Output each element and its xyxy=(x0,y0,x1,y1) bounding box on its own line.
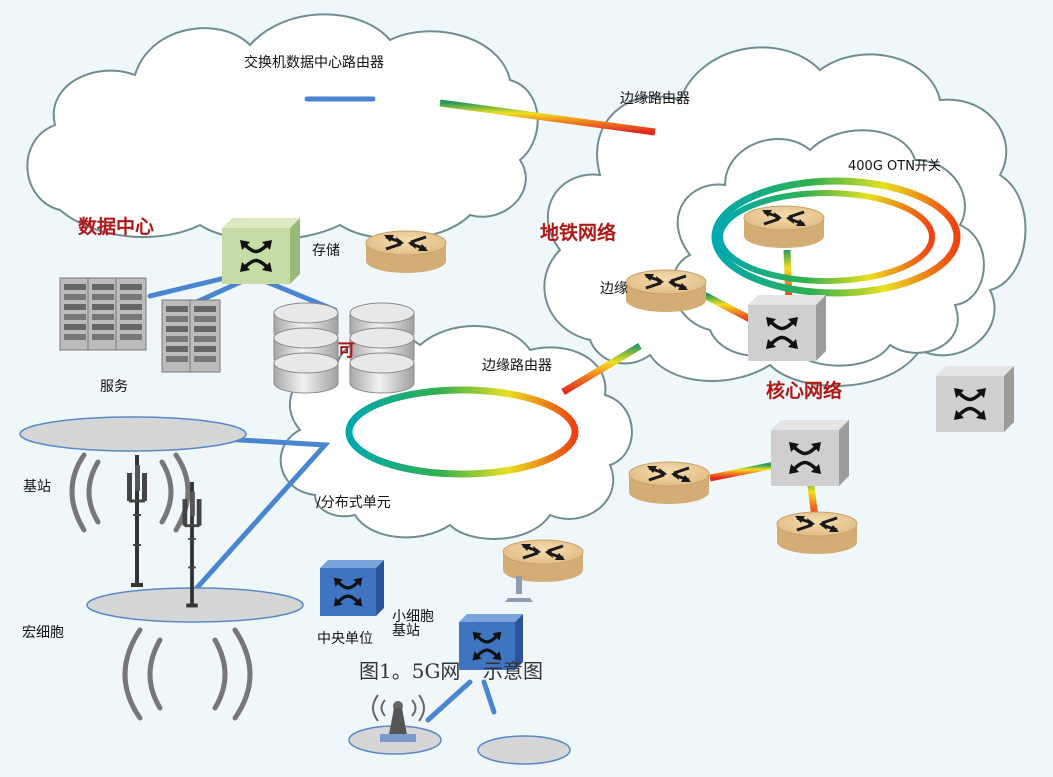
label-distributed-unit: /分布式单元 xyxy=(316,495,391,511)
router-icon xyxy=(627,460,711,506)
switch-icon xyxy=(771,420,849,486)
label-small-cell: 小细胞 xyxy=(392,609,434,625)
label-otn-switch: 400G OTN开关 xyxy=(848,159,941,174)
label-central-unit: 中央单位 xyxy=(317,631,373,647)
cell-disc-left xyxy=(19,416,247,452)
cell-disc-small-right xyxy=(477,735,571,765)
router-stand xyxy=(505,576,533,602)
label-server: 服务 xyxy=(100,379,128,395)
router-icon xyxy=(624,268,708,314)
otn-ring-inner xyxy=(717,190,935,284)
label-data-center: 数据中心 xyxy=(78,216,155,238)
switch-icon xyxy=(320,560,384,616)
label-base-station-left: 基站 xyxy=(23,479,51,495)
label-switch-dc-router: 交换机数据中心路由器 xyxy=(244,55,384,71)
otn-ring-outer xyxy=(711,177,961,297)
router-icon xyxy=(775,510,859,556)
figure-caption-start: 图1。5G网 xyxy=(359,659,461,683)
access-ring xyxy=(345,386,579,478)
label-macro-cell: 宏细胞 xyxy=(22,625,64,641)
label-edge-router-top: 边缘路由器 xyxy=(620,91,690,107)
label-base-station-small: 基站 xyxy=(392,623,420,639)
cloud-data-center xyxy=(26,13,539,241)
label-storage: 存储 xyxy=(312,243,340,259)
cell-tower-icon xyxy=(125,453,149,587)
label-core-network: 核心网络 xyxy=(766,380,843,402)
router-icon xyxy=(742,204,826,250)
wifi-antenna-icon xyxy=(372,694,425,742)
router-icon xyxy=(501,538,585,584)
switch-icon xyxy=(222,218,300,284)
label-metro-network: 地铁网络 xyxy=(540,222,617,244)
figure-caption-end: 示意图 xyxy=(483,659,543,683)
label-edge-left: 边缘 xyxy=(600,281,628,297)
label-edge-router-mid: 边缘路由器 xyxy=(482,358,552,374)
router-icon xyxy=(364,229,448,275)
switch-icon xyxy=(936,366,1014,432)
label-partial-char: 可 xyxy=(338,341,355,361)
server-rack-icon xyxy=(59,277,221,373)
switch-icon xyxy=(748,295,826,361)
